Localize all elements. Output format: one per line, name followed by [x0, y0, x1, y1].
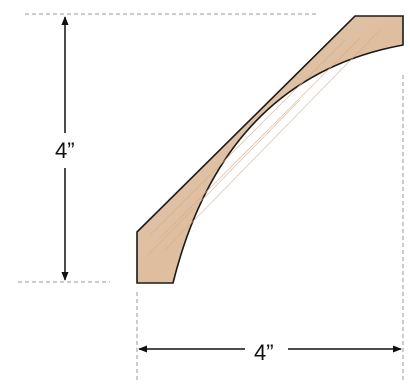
molding-profile: [136, 15, 404, 284]
wood-grain: [147, 29, 381, 256]
height-dimension-label: 4”: [53, 138, 77, 164]
width-dimension-label: 4”: [248, 340, 280, 366]
